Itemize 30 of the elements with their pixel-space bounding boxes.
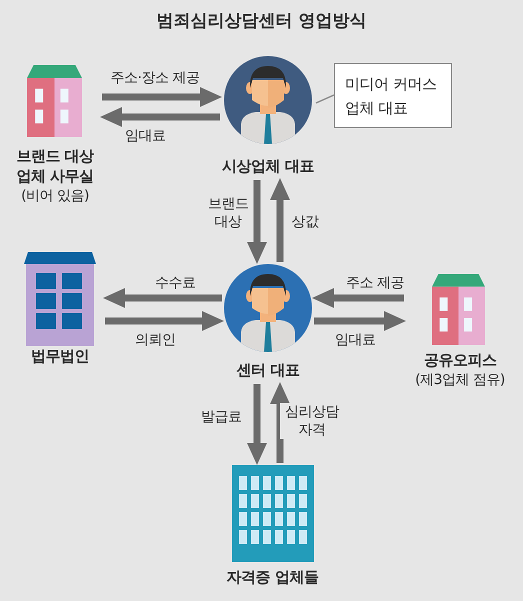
arrow [247, 180, 267, 264]
edge-label: 의뢰인 [134, 331, 176, 349]
node-label: 법무법인 [30, 346, 90, 366]
arrow [105, 311, 224, 331]
arrow [314, 311, 406, 331]
arrow [270, 178, 290, 262]
node-label: 공유오피스 [422, 350, 498, 370]
edge-label: 수수료 [154, 274, 196, 292]
arrow [102, 87, 222, 107]
edge-label: 임대료 [334, 331, 376, 349]
bubble-text: 미디어 커머스 업체 대표 [344, 74, 438, 119]
speech-bubble [334, 63, 452, 128]
node-note: (비어 있음) [20, 187, 90, 206]
node-label: 시상업체 대표 [221, 156, 315, 176]
node-label: 센터 대표 [236, 360, 300, 380]
arrow [312, 288, 404, 308]
node-note: (제3업체 점유) [414, 371, 506, 390]
edge-label: 임대료 [124, 127, 166, 145]
edge-label: 주소 제공 [346, 274, 404, 292]
arrow [100, 107, 220, 127]
leader-line [316, 94, 334, 104]
diagram-title: 범죄심리상담센터 영업방식 [156, 10, 368, 32]
node-label: 브랜드 대상 업체 사무실 [15, 146, 95, 186]
edge-label: 상값 [292, 213, 318, 231]
arrow [103, 288, 222, 308]
edge-label: 발급료 [200, 408, 242, 426]
arrow [270, 382, 290, 463]
node-label: 자격증 업체들 [226, 567, 320, 587]
edge-label: 주소·장소 제공 [110, 69, 200, 87]
arrow [247, 384, 267, 465]
